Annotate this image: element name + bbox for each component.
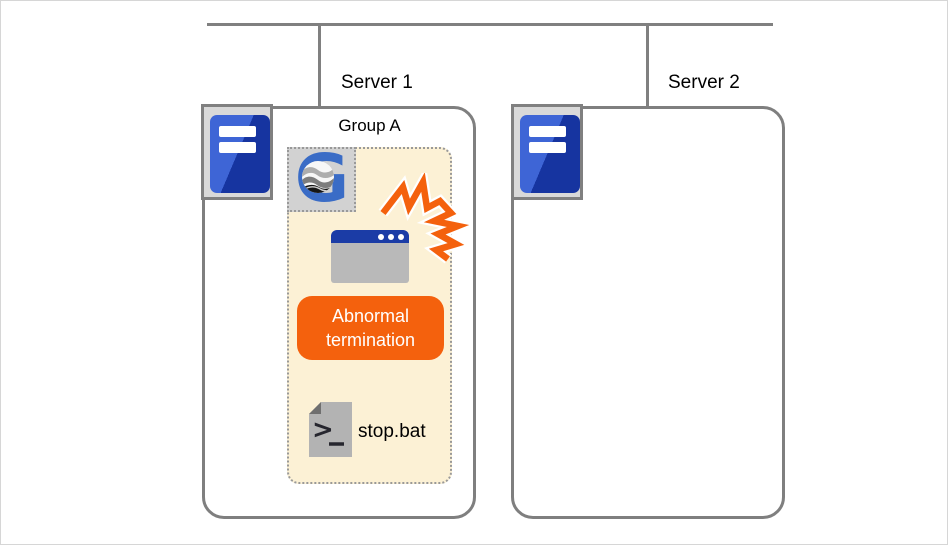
server-drive-slot	[219, 142, 256, 153]
svg-text:>: >	[312, 415, 334, 445]
batch-file-label: stop.bat	[358, 421, 426, 442]
server-tower-chassis	[520, 115, 580, 193]
server-drive-slot	[219, 126, 256, 137]
server-drive-slot	[529, 126, 566, 137]
server2-drop-line	[646, 23, 649, 107]
server2-label: Server 2	[668, 72, 740, 93]
server-drive-slot	[529, 142, 566, 153]
server-tower-chassis	[210, 115, 270, 193]
g-globe-logo-svg: G	[295, 149, 349, 210]
abnormal-termination-text: Abnormal termination	[325, 306, 416, 350]
console-batch-file-icon: >	[309, 402, 352, 457]
crash-explosion-icon	[378, 173, 471, 264]
g-globe-logo-icon: G	[287, 147, 356, 212]
window-button-dot	[398, 234, 404, 240]
window-button-dot	[378, 234, 384, 240]
server-tower-icon	[201, 104, 273, 200]
network-backbone-line	[207, 23, 773, 26]
window-titlebar	[331, 230, 409, 243]
server1-label: Server 1	[341, 72, 413, 93]
window-button-dot	[388, 234, 394, 240]
group-a-label: Group A	[338, 116, 401, 135]
application-window-icon	[331, 230, 409, 283]
server-tower-icon	[511, 104, 583, 200]
window-body	[331, 243, 409, 283]
abnormal-termination-badge: Abnormal termination	[297, 296, 444, 360]
server1-drop-line	[318, 23, 321, 107]
